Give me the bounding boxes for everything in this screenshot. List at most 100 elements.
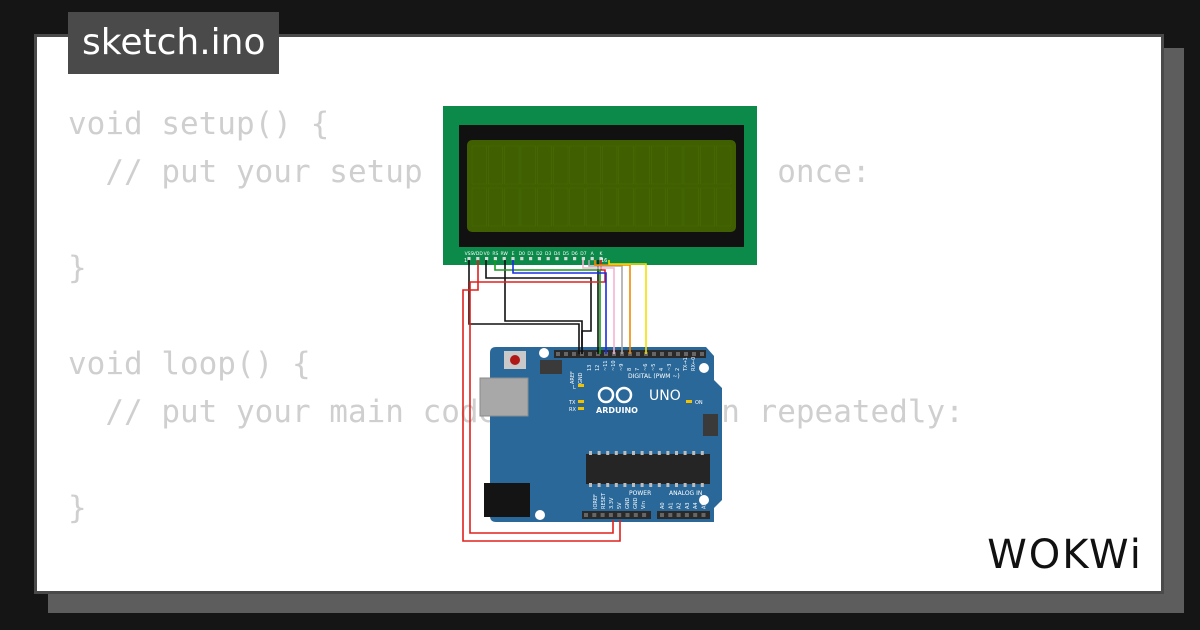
wire-blue[interactable] [512, 260, 607, 354]
pin-label: GND [625, 497, 631, 509]
header-hole[interactable] [684, 352, 688, 356]
chip-pin [675, 451, 678, 455]
lcd-char-cell [667, 187, 683, 227]
lcd-pin[interactable] [590, 257, 594, 261]
lcd-pin[interactable] [511, 257, 515, 261]
header-hole[interactable] [584, 513, 588, 517]
header-hole[interactable] [633, 513, 638, 517]
lcd-pin-label: D1 [527, 251, 533, 257]
wire-red[interactable] [469, 260, 614, 534]
pin-label: ~5 [651, 364, 657, 371]
lcd-pin[interactable] [520, 257, 524, 261]
lcd-pin[interactable] [573, 257, 577, 261]
header-hole[interactable] [608, 513, 613, 517]
wire-green[interactable] [494, 260, 601, 354]
arduino-brand: ARDUINO [596, 406, 638, 415]
header-hole[interactable] [676, 513, 681, 517]
icsp-header [540, 360, 562, 374]
header-hole[interactable] [684, 513, 689, 517]
header-hole[interactable] [692, 352, 696, 356]
chip-pin [675, 483, 678, 487]
reset-button-cap[interactable] [510, 355, 520, 365]
lcd-char-cell [699, 145, 716, 185]
wokwi-logo-text: WOKWi [987, 532, 1143, 578]
lcd-pin[interactable] [476, 257, 480, 261]
lcd-pin[interactable] [564, 257, 568, 261]
pin-label: 7 [635, 368, 641, 371]
lcd-pin-label: D3 [545, 251, 551, 257]
arduino-uno[interactable]: ARDUINO UNO DIGITAL (PWM ~) ANALOG IN PO… [479, 347, 722, 522]
wire-pink[interactable] [582, 260, 615, 354]
lcd-pin[interactable] [555, 257, 559, 261]
usb-port [479, 377, 529, 417]
wire-yellow[interactable] [608, 260, 647, 354]
wire-gray[interactable] [588, 260, 623, 354]
header-hole[interactable] [660, 513, 664, 517]
lcd-char-cell [536, 145, 553, 185]
lcd-pin-label: V0 [484, 251, 490, 257]
chip-pin [597, 483, 601, 487]
header-hole[interactable] [636, 352, 640, 356]
header-hole[interactable] [700, 352, 704, 356]
wires[interactable] [462, 260, 647, 542]
lcd-pin[interactable] [502, 257, 506, 261]
lcd-char-cell [520, 187, 536, 227]
wire-black[interactable] [504, 260, 583, 354]
wire-black[interactable] [485, 260, 592, 354]
header-hole[interactable] [572, 352, 576, 356]
file-tab[interactable]: sketch.ino [68, 12, 280, 74]
lcd-char-cell [683, 187, 699, 227]
header-hole[interactable] [668, 513, 673, 517]
lcd-char-cell [520, 145, 536, 185]
header-hole[interactable] [693, 513, 698, 517]
header-hole[interactable] [592, 513, 597, 517]
code-line: } [68, 490, 87, 526]
led-on [686, 400, 692, 403]
lcd-pin[interactable] [493, 257, 497, 261]
chip-pin [657, 483, 661, 487]
chip-pin [700, 483, 704, 487]
header-hole[interactable] [588, 352, 592, 356]
pin-label: 5V [617, 502, 623, 509]
wire-red[interactable] [462, 260, 621, 542]
pin-label: RESET [601, 492, 607, 509]
header-hole[interactable] [625, 513, 630, 517]
led-rx [578, 407, 584, 410]
chip-pin [683, 451, 687, 455]
lcd-pin[interactable] [485, 257, 489, 261]
pin-label: A5 [702, 502, 708, 509]
lcd-char-cell [569, 145, 585, 185]
chip-pin [589, 483, 592, 487]
header-hole[interactable] [564, 352, 568, 356]
header-hole[interactable] [701, 513, 706, 517]
pin-label: 13 [587, 365, 593, 371]
analog-header-strip [657, 511, 710, 519]
header-hole[interactable] [676, 352, 680, 356]
header-hole[interactable] [668, 352, 672, 356]
lcd-pin[interactable] [467, 257, 471, 261]
lcd-pin[interactable] [537, 257, 541, 261]
pin-label: RX←0 [691, 357, 697, 371]
chip-pin [632, 483, 635, 487]
lcd-pin[interactable] [546, 257, 550, 261]
chip-pin [692, 451, 696, 455]
lcd-pin-label: D7 [580, 251, 586, 257]
header-hole[interactable] [556, 352, 560, 356]
header-hole[interactable] [642, 513, 647, 517]
lcd-char-cell [569, 187, 585, 227]
header-hole[interactable] [617, 513, 622, 517]
lcd-pin-last: 16 [601, 258, 607, 264]
header-hole[interactable] [600, 513, 605, 517]
header-hole[interactable] [660, 352, 664, 356]
header-hole[interactable] [652, 352, 656, 356]
wire-black[interactable] [468, 260, 580, 354]
wire-orange[interactable] [594, 260, 631, 354]
lcd-pin[interactable] [581, 257, 585, 261]
pin-label: ~9 [619, 364, 625, 371]
lcd-pin[interactable] [599, 257, 603, 261]
chip-pin [640, 483, 644, 487]
lcd-pin[interactable] [529, 257, 533, 261]
